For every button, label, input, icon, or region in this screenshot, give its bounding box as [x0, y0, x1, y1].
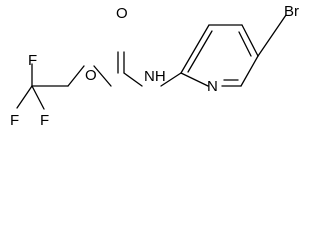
bond-c5-br: [257, 14, 287, 57]
bond-o-carbonyl: [93, 65, 112, 87]
atom-label-carbonyl-oxygen: O: [116, 5, 128, 22]
bond-ring-c5-c6: [240, 55, 259, 87]
atom-label-f-left: F: [10, 112, 19, 129]
bond-carbonyl-nh: [123, 72, 143, 87]
bond-ring-n-c2: [180, 72, 209, 87]
atom-label-f-top: F: [28, 52, 37, 69]
bond-cf3-f-bottom: [31, 85, 45, 110]
atom-label-amine: NH: [144, 68, 166, 85]
bond-ring-c4-c5: [241, 24, 259, 57]
bond-nh-ring: [160, 72, 182, 87]
atom-label-pyridine-nitrogen: N: [207, 78, 218, 95]
atom-label-ester-oxygen: O: [85, 67, 97, 84]
atom-label-bromine: Br: [284, 3, 299, 20]
bond-cf3-f-left: [16, 85, 33, 109]
bond-ch2-o: [67, 65, 85, 87]
bond-ring-c2-c3: [180, 24, 210, 74]
chemical-structure-diagram: F F F O O NH N Br: [10, 3, 299, 129]
atom-label-f-bottom: F: [40, 112, 49, 129]
bond-ring-c2-c3-inner: [187, 30, 213, 73]
bond-ring-c4-c5-inner: [238, 31, 252, 57]
